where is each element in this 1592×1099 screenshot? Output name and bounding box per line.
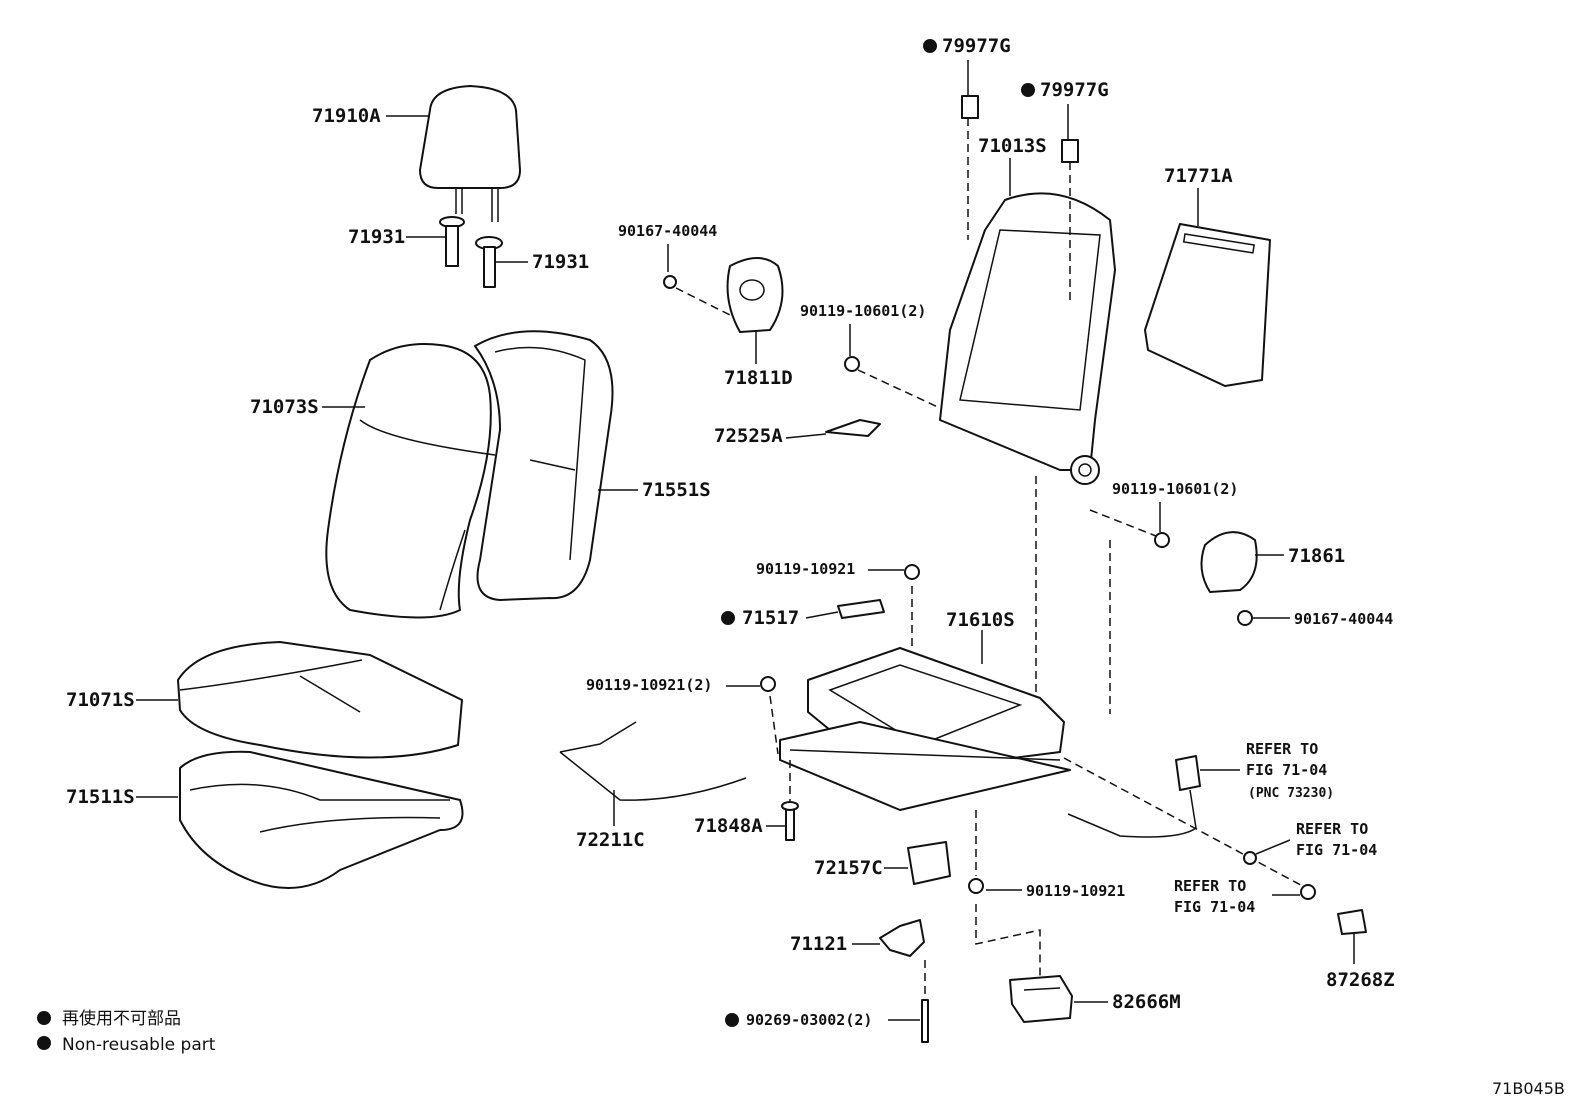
label-sticker-part [961, 95, 979, 119]
back-board-part [1144, 223, 1271, 387]
label-71511S: 71511S [66, 786, 135, 808]
label-71848A: 71848A [694, 815, 763, 837]
nut-icon [1300, 884, 1316, 900]
label-79977G-a: 79977G [942, 35, 1011, 57]
seatback-frame-part [939, 192, 1116, 485]
refer-3-line2: FIG 71-04 [1174, 898, 1255, 916]
headrest-part [419, 85, 521, 222]
refer-3-line1: REFER TO [1174, 877, 1246, 895]
pin-part [785, 805, 795, 841]
seatback-pad-part [474, 330, 614, 601]
label-90167-40044-b: 90167-40044 [1294, 610, 1393, 628]
label-72211C: 72211C [576, 829, 645, 851]
bracket-part [907, 841, 951, 885]
label-71551S: 71551S [642, 479, 711, 501]
cushion-cover-part [177, 641, 463, 759]
legend-en: Non-reusable part [62, 1035, 216, 1055]
clip-part [921, 999, 929, 1043]
cover-clip-part [825, 419, 881, 437]
plate-part [879, 919, 925, 957]
label-71121: 71121 [790, 933, 847, 955]
label-71610S: 71610S [946, 609, 1015, 631]
legend-jp: 再使用不可部品 [62, 1008, 181, 1029]
non-reusable-marker-icon [725, 1013, 739, 1027]
cushion-frame-part [779, 647, 1071, 811]
label-90119-10601-2-b: 90119-10601(2) [1112, 480, 1238, 498]
non-reusable-marker-icon [1021, 83, 1035, 97]
label-71811D: 71811D [724, 367, 793, 389]
label-90269-03002-2: 90269-03002(2) [746, 1011, 872, 1029]
recliner-cover-part [726, 257, 784, 333]
label-71517: 71517 [742, 607, 799, 629]
belt-buckle-part [1067, 755, 1201, 838]
label-90119-10921-b: 90119-10921 [1026, 882, 1125, 900]
refer-2-line2: FIG 71-04 [1296, 841, 1377, 859]
label-71013S: 71013S [978, 135, 1047, 157]
bolt-icon [1237, 610, 1253, 626]
cap-part [1337, 909, 1367, 935]
seatback-cover-part [325, 343, 496, 619]
refer-1-line3: (PNC 73230) [1248, 786, 1334, 801]
figure-code: 71B045B [1492, 1079, 1565, 1098]
bolt-icon [844, 356, 860, 372]
recliner-cover-outer-part [1200, 531, 1258, 593]
label-71931-a: 71931 [348, 226, 405, 248]
label-71931-b: 71931 [532, 251, 589, 273]
cushion-pad-part [179, 750, 464, 889]
label-72525A: 72525A [714, 425, 783, 447]
bolt-icon [1154, 532, 1170, 548]
label-90119-10921-a: 90119-10921 [756, 560, 855, 578]
bolt-icon [968, 878, 984, 894]
refer-2-line1: REFER TO [1296, 820, 1368, 838]
label-sticker-part [1061, 139, 1079, 163]
bolt-icon [904, 564, 920, 580]
non-reusable-marker-icon [37, 1011, 51, 1025]
label-71071S: 71071S [66, 689, 135, 711]
label-71073S: 71073S [250, 396, 319, 418]
sensor-bracket-part [1009, 975, 1073, 1023]
label-87268Z: 87268Z [1326, 969, 1395, 991]
headrest-guide-part [439, 216, 503, 288]
pad-strip-part [837, 599, 885, 619]
label-71771A: 71771A [1164, 165, 1233, 187]
label-79977G-b: 79977G [1040, 79, 1109, 101]
label-90119-10921-2: 90119-10921(2) [586, 676, 712, 694]
non-reusable-marker-icon [721, 611, 735, 625]
label-72157C: 72157C [814, 857, 883, 879]
label-90119-10601-2-a: 90119-10601(2) [800, 302, 926, 320]
label-71861: 71861 [1288, 545, 1345, 567]
bolt-icon [663, 275, 677, 289]
label-82666M: 82666M [1112, 991, 1181, 1013]
refer-1-line2: FIG 71-04 [1246, 761, 1327, 779]
bolt-icon [760, 676, 776, 692]
label-71910A: 71910A [312, 105, 381, 127]
washer-icon [1243, 851, 1257, 865]
non-reusable-marker-icon [923, 39, 937, 53]
wire-part [559, 721, 747, 801]
refer-1-line1: REFER TO [1246, 740, 1318, 758]
non-reusable-marker-icon [37, 1036, 51, 1050]
label-90167-40044-a: 90167-40044 [618, 222, 717, 240]
